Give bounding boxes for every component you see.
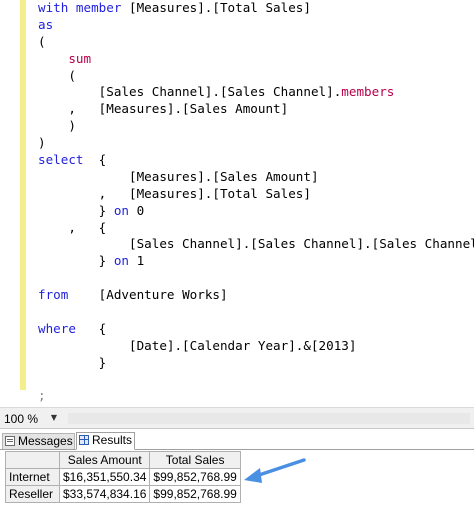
- tab-messages-label: Messages: [18, 434, 73, 448]
- code-line[interactable]: (: [38, 68, 474, 85]
- code-line[interactable]: [Date].[Calendar Year].&[2013]: [38, 338, 474, 355]
- code-line[interactable]: [Sales Channel].[Sales Channel].[Sales C…: [38, 236, 474, 253]
- query-editor[interactable]: with member [Measures].[Total Sales]as( …: [0, 0, 474, 404]
- code-line[interactable]: }: [38, 355, 474, 372]
- code-token: , {: [38, 219, 107, 235]
- code-line[interactable]: [38, 270, 474, 287]
- grid-header-row: Sales Amount Total Sales: [5, 451, 241, 469]
- tab-results-label: Results: [92, 433, 133, 447]
- tab-results[interactable]: Results: [76, 432, 135, 450]
- code-token: }: [38, 253, 114, 269]
- table-row: Reseller $33,574,834.16 $99,852,768.99: [5, 485, 241, 503]
- results-tabs: Messages Results: [0, 431, 474, 450]
- keyword-token: from: [38, 287, 69, 303]
- code-token: (: [38, 67, 76, 83]
- column-header-total-sales[interactable]: Total Sales: [149, 451, 241, 469]
- grid-corner-cell[interactable]: [5, 451, 60, 469]
- keyword-token: on: [113, 253, 129, 269]
- code-line[interactable]: , [Measures].[Sales Amount]: [38, 101, 474, 118]
- code-token: [Sales Channel].[Sales Channel].[Sales C…: [38, 236, 474, 252]
- code-line[interactable]: } on 1: [38, 253, 474, 270]
- keyword-token: select: [38, 152, 84, 168]
- zoom-value: 100 %: [4, 412, 39, 426]
- zoom-dropdown[interactable]: 100 %: [2, 411, 62, 427]
- code-line[interactable]: (: [38, 34, 474, 51]
- code-token: , [Measures].[Total Sales]: [38, 185, 311, 201]
- code-line[interactable]: , [Measures].[Total Sales]: [38, 186, 474, 203]
- change-tracking-bar: [20, 0, 26, 390]
- results-pane: Messages Results Sales Amount Total Sale…: [0, 428, 474, 511]
- code-line[interactable]: [Measures].[Sales Amount]: [38, 169, 474, 186]
- function-token: members: [341, 84, 395, 100]
- code-line[interactable]: , {: [38, 220, 474, 237]
- code-line[interactable]: ): [38, 135, 474, 152]
- code-line[interactable]: [38, 372, 474, 389]
- code-token: }: [38, 354, 107, 370]
- code-token: ;: [38, 388, 46, 404]
- code-token: 1: [129, 253, 145, 269]
- query-text[interactable]: with member [Measures].[Total Sales]as( …: [38, 0, 474, 405]
- table-cell[interactable]: $99,852,768.99: [149, 468, 241, 486]
- keyword-token: on: [113, 202, 129, 218]
- code-line[interactable]: [Sales Channel].[Sales Channel].members: [38, 84, 474, 101]
- keyword-token: with member: [38, 0, 122, 15]
- code-token: {: [83, 152, 107, 168]
- row-header-internet[interactable]: Internet: [5, 468, 60, 486]
- code-token: [Adventure Works]: [68, 287, 228, 303]
- table-cell[interactable]: $16,351,550.34: [58, 468, 151, 486]
- code-token: , [Measures].[Sales Amount]: [38, 101, 289, 117]
- code-line[interactable]: with member [Measures].[Total Sales]: [38, 0, 474, 17]
- code-token: 0: [129, 202, 145, 218]
- code-line[interactable]: as: [38, 17, 474, 34]
- code-line[interactable]: from [Adventure Works]: [38, 287, 474, 304]
- code-line[interactable]: [38, 304, 474, 321]
- tab-messages[interactable]: Messages: [2, 433, 75, 449]
- code-token: [Date].[Calendar Year].&[2013]: [38, 337, 357, 353]
- code-line[interactable]: ): [38, 118, 474, 135]
- messages-icon: [5, 436, 15, 446]
- code-line[interactable]: select {: [38, 152, 474, 169]
- keyword-token: as: [38, 16, 54, 32]
- code-token: (: [38, 33, 46, 49]
- code-token: [Measures].[Sales Amount]: [38, 168, 319, 184]
- code-line[interactable]: sum: [38, 51, 474, 68]
- chevron-down-icon[interactable]: ▼: [50, 413, 58, 422]
- code-line[interactable]: ;: [38, 388, 474, 405]
- editor-margin: [0, 0, 20, 390]
- row-header-reseller[interactable]: Reseller: [5, 485, 60, 503]
- keyword-token: where: [38, 320, 76, 336]
- horizontal-scrollbar[interactable]: [68, 413, 470, 424]
- code-token: }: [38, 202, 114, 218]
- code-token: [38, 51, 68, 66]
- callout-arrow-icon: [244, 458, 306, 483]
- code-token: ): [38, 135, 46, 151]
- column-header-sales-amount[interactable]: Sales Amount: [58, 451, 151, 469]
- table-cell[interactable]: $33,574,834.16: [58, 485, 151, 503]
- table-cell[interactable]: $99,852,768.99: [149, 485, 241, 503]
- table-row: Internet $16,351,550.34 $99,852,768.99: [5, 468, 241, 486]
- editor-status-strip: 100 % ▼: [0, 407, 474, 428]
- code-token: {: [75, 320, 107, 336]
- code-token: ): [38, 118, 76, 134]
- results-grid[interactable]: Sales Amount Total Sales Internet $16,35…: [5, 451, 241, 503]
- code-token: [Measures].[Total Sales]: [121, 0, 311, 15]
- grid-icon: [79, 435, 89, 445]
- function-token: sum: [68, 50, 92, 66]
- code-line[interactable]: where {: [38, 321, 474, 338]
- code-line[interactable]: } on 0: [38, 203, 474, 220]
- code-token: [Sales Channel].[Sales Channel].: [38, 84, 342, 100]
